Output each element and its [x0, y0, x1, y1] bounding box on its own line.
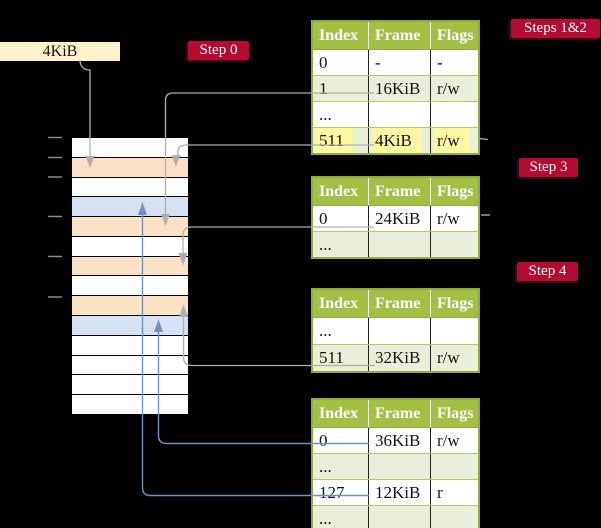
table-cell: 0	[319, 53, 328, 72]
table-row: ...	[313, 231, 478, 257]
table-cell: 4KiB	[368, 128, 430, 153]
memory-row-peach	[72, 255, 188, 276]
table-cell: 32KiB	[368, 345, 430, 371]
table-cell: 511	[313, 128, 368, 153]
column-header: Frame	[368, 290, 430, 317]
table-cell: 36KiB	[368, 428, 430, 453]
table-row: 0 --	[313, 50, 478, 75]
table-cell	[430, 232, 478, 257]
column-header: Frame	[368, 178, 430, 205]
column-header: Index	[319, 295, 359, 312]
step-badge-4: Step 4	[517, 262, 578, 281]
step-badge-0: Step 0	[188, 41, 249, 60]
frame-pointer-box: 4KiB	[0, 42, 120, 61]
memory-row-white	[72, 235, 188, 256]
step-badge-3: Step 3	[519, 158, 578, 177]
table-cell	[430, 102, 478, 127]
highlighted-value: 4KiB	[372, 128, 421, 153]
table-cell: ...	[319, 457, 332, 476]
table-cell: 24KiB	[368, 206, 430, 231]
table-cell: 511	[319, 348, 344, 367]
table-cell: ...	[319, 105, 332, 124]
memory-row-white	[72, 334, 188, 355]
table-cell: -	[430, 50, 478, 75]
table-cell: 12KiB	[368, 480, 430, 505]
memory-ticks	[48, 136, 62, 298]
table-cell: 127	[319, 483, 345, 502]
table-cell	[368, 102, 430, 127]
table-row: 511 4KiB r/w	[313, 127, 478, 153]
physical-memory-column	[71, 137, 189, 415]
table-cell	[368, 454, 430, 479]
column-header: Index	[319, 405, 359, 422]
memory-row-white	[72, 176, 188, 197]
table-cell: r/w	[430, 206, 478, 231]
table-cell	[368, 232, 430, 257]
memory-row-white	[72, 275, 188, 296]
column-header: Index	[319, 27, 359, 44]
table-cell: 0	[319, 209, 328, 228]
table-row: ...	[313, 101, 478, 127]
column-header: Frame	[368, 22, 430, 49]
memory-row-peach	[72, 156, 188, 177]
column-header: Index	[319, 183, 359, 200]
table-cell: r/w	[430, 76, 478, 101]
memory-row-peach	[72, 216, 188, 236]
table-cell: r/w	[430, 128, 478, 153]
table-cell: 16KiB	[368, 76, 430, 101]
table-cell: r/w	[430, 428, 478, 453]
table-cell	[430, 318, 478, 344]
memory-row-white	[72, 394, 188, 414]
step-badge-1-2: Steps 1&2	[511, 19, 600, 38]
column-header: Flags	[430, 178, 478, 205]
table-cell	[368, 506, 430, 528]
memory-row-blue	[72, 315, 188, 335]
table-cell: r	[430, 480, 478, 505]
table-cell	[368, 318, 430, 344]
memory-row-blue	[72, 196, 188, 217]
table-cell	[430, 454, 478, 479]
table-cell: 0	[319, 431, 328, 450]
memory-row-peach	[72, 295, 188, 316]
column-header: Flags	[430, 290, 478, 317]
table-cell: 1	[319, 79, 328, 98]
line-stub	[478, 137, 489, 141]
highlighted-value: r/w	[434, 128, 469, 153]
table-row: ...	[313, 453, 478, 479]
table-cell: ...	[319, 321, 332, 340]
table-cell	[430, 506, 478, 528]
table-row: ...	[313, 505, 478, 528]
table-cell: r/w	[430, 345, 478, 371]
table-cell: ...	[319, 235, 332, 254]
memory-row-white	[72, 374, 188, 395]
column-header: Frame	[368, 400, 430, 427]
highlighted-value: 511	[316, 128, 353, 153]
table-cell: -	[368, 50, 430, 75]
table-row: ...	[313, 318, 478, 344]
table-cell: ...	[319, 509, 332, 528]
memory-row-white	[72, 138, 188, 157]
column-header: Flags	[430, 22, 478, 49]
column-header: Flags	[430, 400, 478, 427]
memory-row-white	[72, 354, 188, 375]
